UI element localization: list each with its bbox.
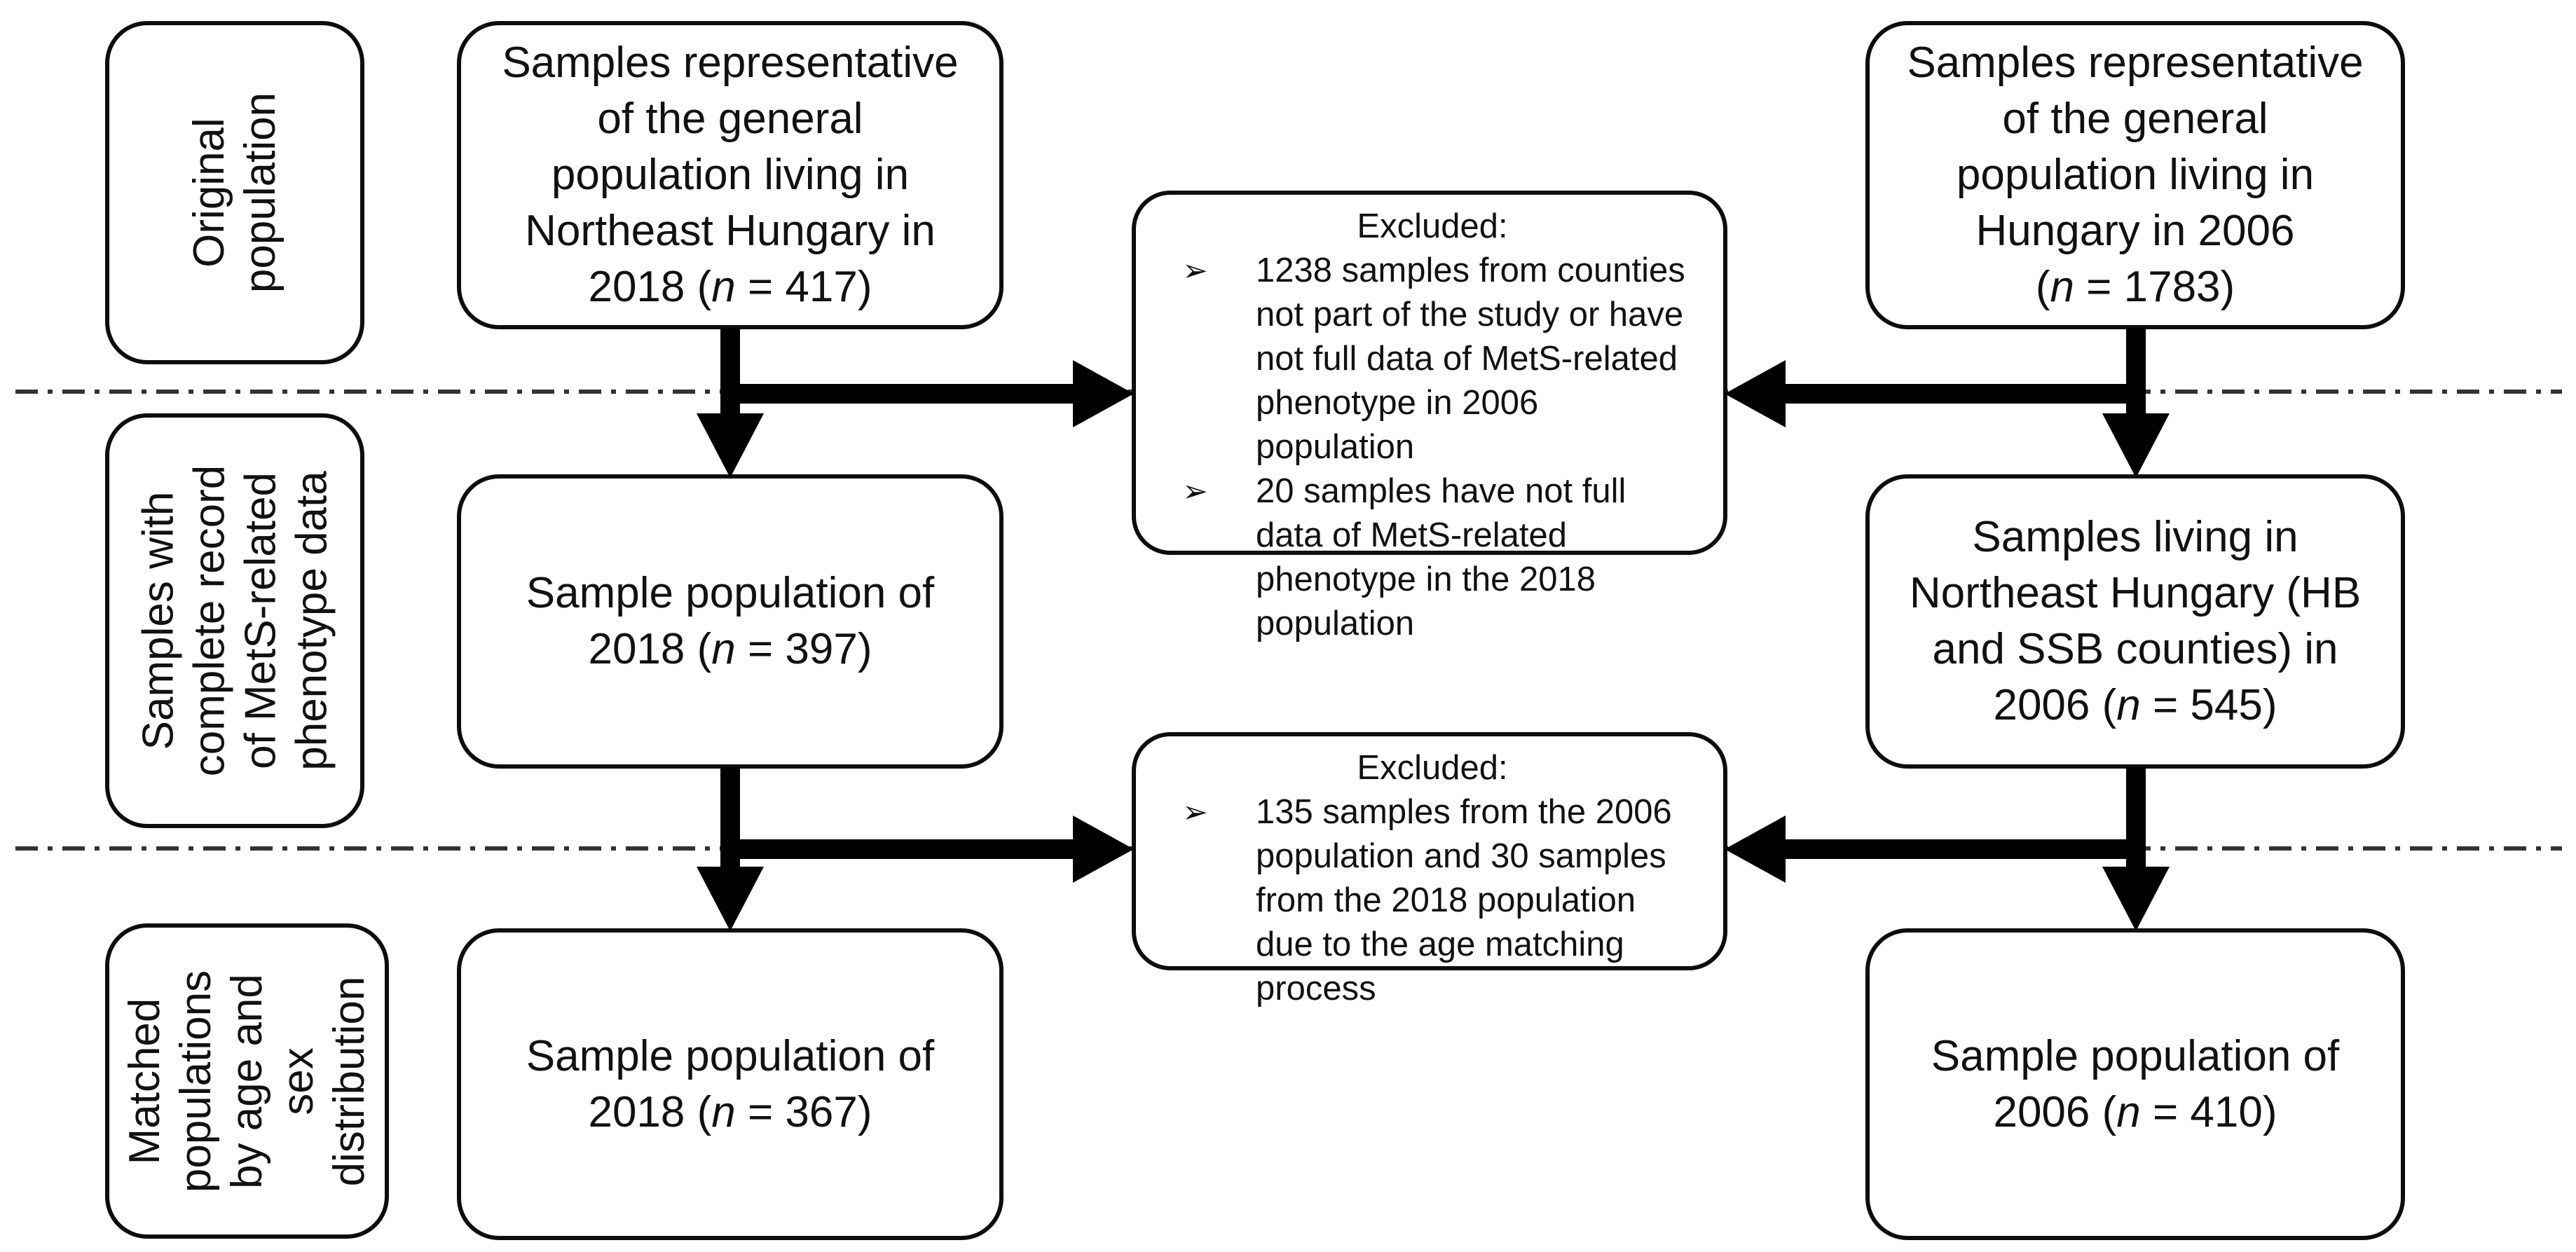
- box-line: Hungary in 2006: [1975, 207, 2295, 255]
- row-label-line: sex: [274, 1047, 322, 1115]
- exclusion-item-text: 1238 samples from counties not part of t…: [1256, 252, 1685, 466]
- box-original-population-2018: Samples representative of the general po…: [457, 21, 1003, 329]
- box-line: 2006 (n = 545): [1993, 681, 2277, 729]
- row-label-line: distribution: [325, 976, 374, 1186]
- box-sample-population-2006-410: Sample population of 2006 (n = 410): [1865, 928, 2405, 1240]
- exclusion-item: ➢ 1238 samples from counties not part of…: [1163, 249, 1702, 469]
- row-label-line: complete record: [185, 465, 234, 777]
- arrow-right-icon: [1073, 360, 1134, 427]
- arrow-bullet-icon: ➢: [1182, 795, 1208, 830]
- row-label-complete-record: Samples with complete record of MetS-rel…: [105, 413, 364, 828]
- row-label-line: Matched: [121, 998, 169, 1164]
- row-label-line: by age and: [223, 973, 271, 1189]
- arrow-2006-to-exclusion2: [1784, 839, 2146, 859]
- arrow-left-icon: [1725, 816, 1786, 883]
- row-label-line: population: [236, 92, 285, 294]
- box-line: (n = 1783): [2035, 263, 2235, 311]
- box-line: population living in: [551, 151, 910, 199]
- arrow-down-icon: [697, 413, 764, 478]
- arrow-bullet-icon: ➢: [1182, 474, 1208, 509]
- box-line: of the general: [2002, 95, 2268, 143]
- row-label-line: Original: [185, 118, 233, 268]
- row-label-line: Samples with: [134, 491, 183, 750]
- exclusion-item-text: 20 samples have not full data of MetS-re…: [1256, 472, 1626, 642]
- box-line: 2018 (n = 367): [588, 1087, 872, 1136]
- exclusion-item-text: 135 samples from the 2006 population and…: [1256, 793, 1672, 1007]
- arrow-bullet-icon: ➢: [1182, 254, 1208, 288]
- row-label-line: of MetS-related: [236, 472, 285, 769]
- box-line: Sample population of: [1931, 1031, 2340, 1080]
- box-line: 2018 (n = 417): [588, 263, 872, 311]
- arrow-2006-to-exclusion1: [1784, 384, 2146, 404]
- box-sample-population-2018-397: Sample population of 2018 (n = 397): [457, 474, 1003, 769]
- exclusion-box-1: Excluded: ➢ 1238 samples from counties n…: [1132, 191, 1727, 642]
- box-line: Sample population of: [526, 569, 935, 617]
- exclusion-item: ➢ 135 samples from the 2006 population a…: [1163, 790, 1702, 1011]
- row-label-line: populations: [172, 970, 220, 1192]
- box-line: 2006 (n = 410): [1993, 1087, 2277, 1136]
- row-label-original-population: Original population: [105, 21, 364, 364]
- arrow-right-icon: [1073, 816, 1134, 883]
- box-sample-population-2018-367: Sample population of 2018 (n = 367): [457, 928, 1003, 1240]
- box-line: Samples representative: [502, 39, 959, 87]
- row-label-matched-populations: Matched populations by age and sex distr…: [105, 923, 389, 1239]
- arrow-2018-to-exclusion2: [720, 839, 1074, 859]
- arrow-2018-to-exclusion1: [720, 384, 1074, 404]
- box-line: of the general: [597, 95, 863, 143]
- box-line: population living in: [1956, 151, 2315, 199]
- exclusion-title: Excluded:: [1357, 207, 1508, 245]
- row-label-line: phenotype data: [287, 471, 336, 771]
- arrow-down-icon: [697, 867, 764, 931]
- arrow-down-icon: [2102, 413, 2170, 478]
- box-line: Northeast Hungary in: [525, 207, 936, 255]
- box-line: Samples living in: [1972, 513, 2298, 561]
- box-original-population-2006: Samples representative of the general po…: [1865, 21, 2405, 329]
- exclusion-title: Excluded:: [1357, 749, 1508, 787]
- arrow-down-icon: [2102, 867, 2170, 931]
- box-line: Samples representative: [1907, 39, 2364, 87]
- box-line: and SSB counties) in: [1932, 625, 2338, 673]
- arrow-left-icon: [1725, 360, 1786, 427]
- exclusion-box-2: Excluded: ➢ 135 samples from the 2006 po…: [1132, 732, 1727, 1007]
- exclusion-item: ➢ 20 samples have not full data of MetS-…: [1163, 469, 1702, 646]
- box-line: 2018 (n = 397): [588, 625, 872, 673]
- box-line: Sample population of: [526, 1031, 935, 1080]
- box-line: Northeast Hungary (HB: [1909, 569, 2362, 617]
- box-samples-northeast-hungary-2006: Samples living in Northeast Hungary (HB …: [1865, 474, 2405, 769]
